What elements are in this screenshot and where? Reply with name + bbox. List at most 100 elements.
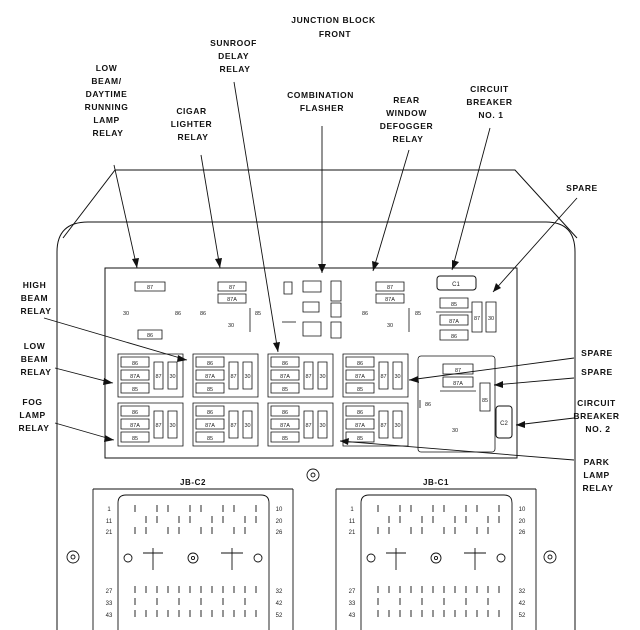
pin-number-right: 20 bbox=[276, 519, 283, 525]
relay-module-outline bbox=[118, 403, 183, 446]
terminal-slot bbox=[379, 362, 388, 389]
relay-module-outline bbox=[343, 403, 408, 446]
pin-number-right: 26 bbox=[276, 530, 283, 536]
terminal-label: 86 bbox=[132, 361, 138, 367]
terminal-30: 30 bbox=[228, 323, 234, 329]
terminal-label: 85 bbox=[132, 436, 138, 442]
terminal-86: 86 bbox=[451, 334, 457, 340]
connector-bolt bbox=[254, 554, 262, 562]
terminal-label: 30 bbox=[244, 374, 250, 380]
terminal-slot bbox=[196, 357, 224, 367]
relay-module-outline bbox=[193, 403, 258, 446]
pin-number-left: 1 bbox=[350, 507, 354, 513]
callout-spare-top: SPARE bbox=[566, 183, 598, 193]
terminal-slot bbox=[196, 406, 224, 416]
terminal-label: 30 bbox=[394, 374, 400, 380]
terminal-slot bbox=[196, 370, 224, 380]
pin-number-left: 11 bbox=[106, 519, 113, 525]
terminal-87a: 87A bbox=[385, 297, 395, 303]
terminal-slot bbox=[271, 357, 299, 367]
terminal-slot bbox=[379, 411, 388, 438]
terminal-slot bbox=[393, 362, 402, 389]
terminal-label: 87A bbox=[355, 423, 365, 429]
relay-panel bbox=[105, 268, 517, 458]
relay-module-outline bbox=[118, 354, 183, 397]
terminal-label: 87 bbox=[305, 374, 311, 380]
terminal-label: 87A bbox=[130, 374, 140, 380]
callout-combination-flasher: COMBINATION FLASHER bbox=[287, 90, 357, 113]
terminal-slot bbox=[346, 383, 374, 393]
circuit-breaker-2 bbox=[496, 406, 512, 438]
terminal-slot bbox=[318, 411, 327, 438]
callout-circuit-breaker-1: CIRCUIT BREAKER NO. 1 bbox=[466, 84, 515, 120]
terminal-label: 87A bbox=[280, 374, 290, 380]
connector-label: JB-C1 bbox=[423, 478, 449, 487]
breaker-label-c1: C1 bbox=[452, 282, 460, 288]
pin-number-right: 52 bbox=[276, 613, 283, 619]
terminal-slot bbox=[304, 362, 313, 389]
leader-arrowheads bbox=[103, 258, 525, 445]
relay-module-outline bbox=[193, 354, 258, 397]
connector-bolt bbox=[434, 556, 437, 559]
terminal-label: 86 bbox=[132, 410, 138, 416]
pin-number-right: 10 bbox=[519, 507, 526, 513]
pin-number-left: 43 bbox=[106, 613, 113, 619]
pin-number-right: 20 bbox=[519, 519, 526, 525]
terminal-87a: 87A bbox=[227, 297, 237, 303]
terminal-label: 87 bbox=[305, 423, 311, 429]
terminal-30: 30 bbox=[123, 311, 129, 317]
terminal-slot bbox=[243, 362, 252, 389]
connector-bolt bbox=[191, 556, 194, 559]
callout-high-beam-relay: HIGH BEAM RELAY bbox=[20, 280, 51, 316]
connector-bolt bbox=[124, 554, 132, 562]
pin-number-right: 42 bbox=[519, 601, 526, 607]
terminal-slot bbox=[346, 432, 374, 442]
terminal-86: 86 bbox=[425, 402, 431, 408]
connector-label: JB-C2 bbox=[180, 478, 206, 487]
terminal-slot bbox=[154, 411, 163, 438]
terminal-slot bbox=[121, 383, 149, 393]
pin-number-left: 27 bbox=[349, 589, 356, 595]
callout-circuit-breaker-2: CIRCUIT BREAKER NO. 2 bbox=[573, 398, 622, 434]
junction-block-housing bbox=[57, 170, 577, 630]
terminal-87: 87 bbox=[147, 285, 153, 291]
terminal-85: 85 bbox=[415, 311, 421, 317]
callout-spare-mid-2: SPARE bbox=[581, 367, 613, 377]
terminal-label: 85 bbox=[357, 387, 363, 393]
terminal-label: 86 bbox=[207, 410, 213, 416]
terminal-label: 87A bbox=[280, 423, 290, 429]
terminal-label: 86 bbox=[282, 361, 288, 367]
terminal-85: 85 bbox=[451, 302, 457, 308]
terminal-label: 87 bbox=[230, 423, 236, 429]
pin-number-left: 33 bbox=[349, 601, 356, 607]
pin-number-right: 32 bbox=[276, 589, 283, 595]
terminal-slot bbox=[243, 411, 252, 438]
relay-module-outline bbox=[343, 354, 408, 397]
terminal-label: 87A bbox=[130, 423, 140, 429]
connector-bolt bbox=[188, 553, 198, 563]
terminal-label: 85 bbox=[207, 387, 213, 393]
terminal-30: 30 bbox=[452, 428, 458, 434]
terminal-86: 86 bbox=[362, 311, 368, 317]
pin-number-right: 26 bbox=[519, 530, 526, 536]
pin-number-right: 32 bbox=[519, 589, 526, 595]
terminal-label: 87 bbox=[155, 423, 161, 429]
terminal-label: 30 bbox=[319, 374, 325, 380]
terminal-label: 86 bbox=[207, 361, 213, 367]
pin-number-left: 27 bbox=[106, 589, 113, 595]
terminal-slot bbox=[121, 432, 149, 442]
terminal-slot bbox=[121, 406, 149, 416]
terminal-slot bbox=[346, 419, 374, 429]
connector-bolt bbox=[497, 554, 505, 562]
connector-bolt bbox=[431, 553, 441, 563]
combination-flasher-slot bbox=[282, 281, 341, 338]
terminal-slot bbox=[346, 357, 374, 367]
terminal-label: 87 bbox=[155, 374, 161, 380]
